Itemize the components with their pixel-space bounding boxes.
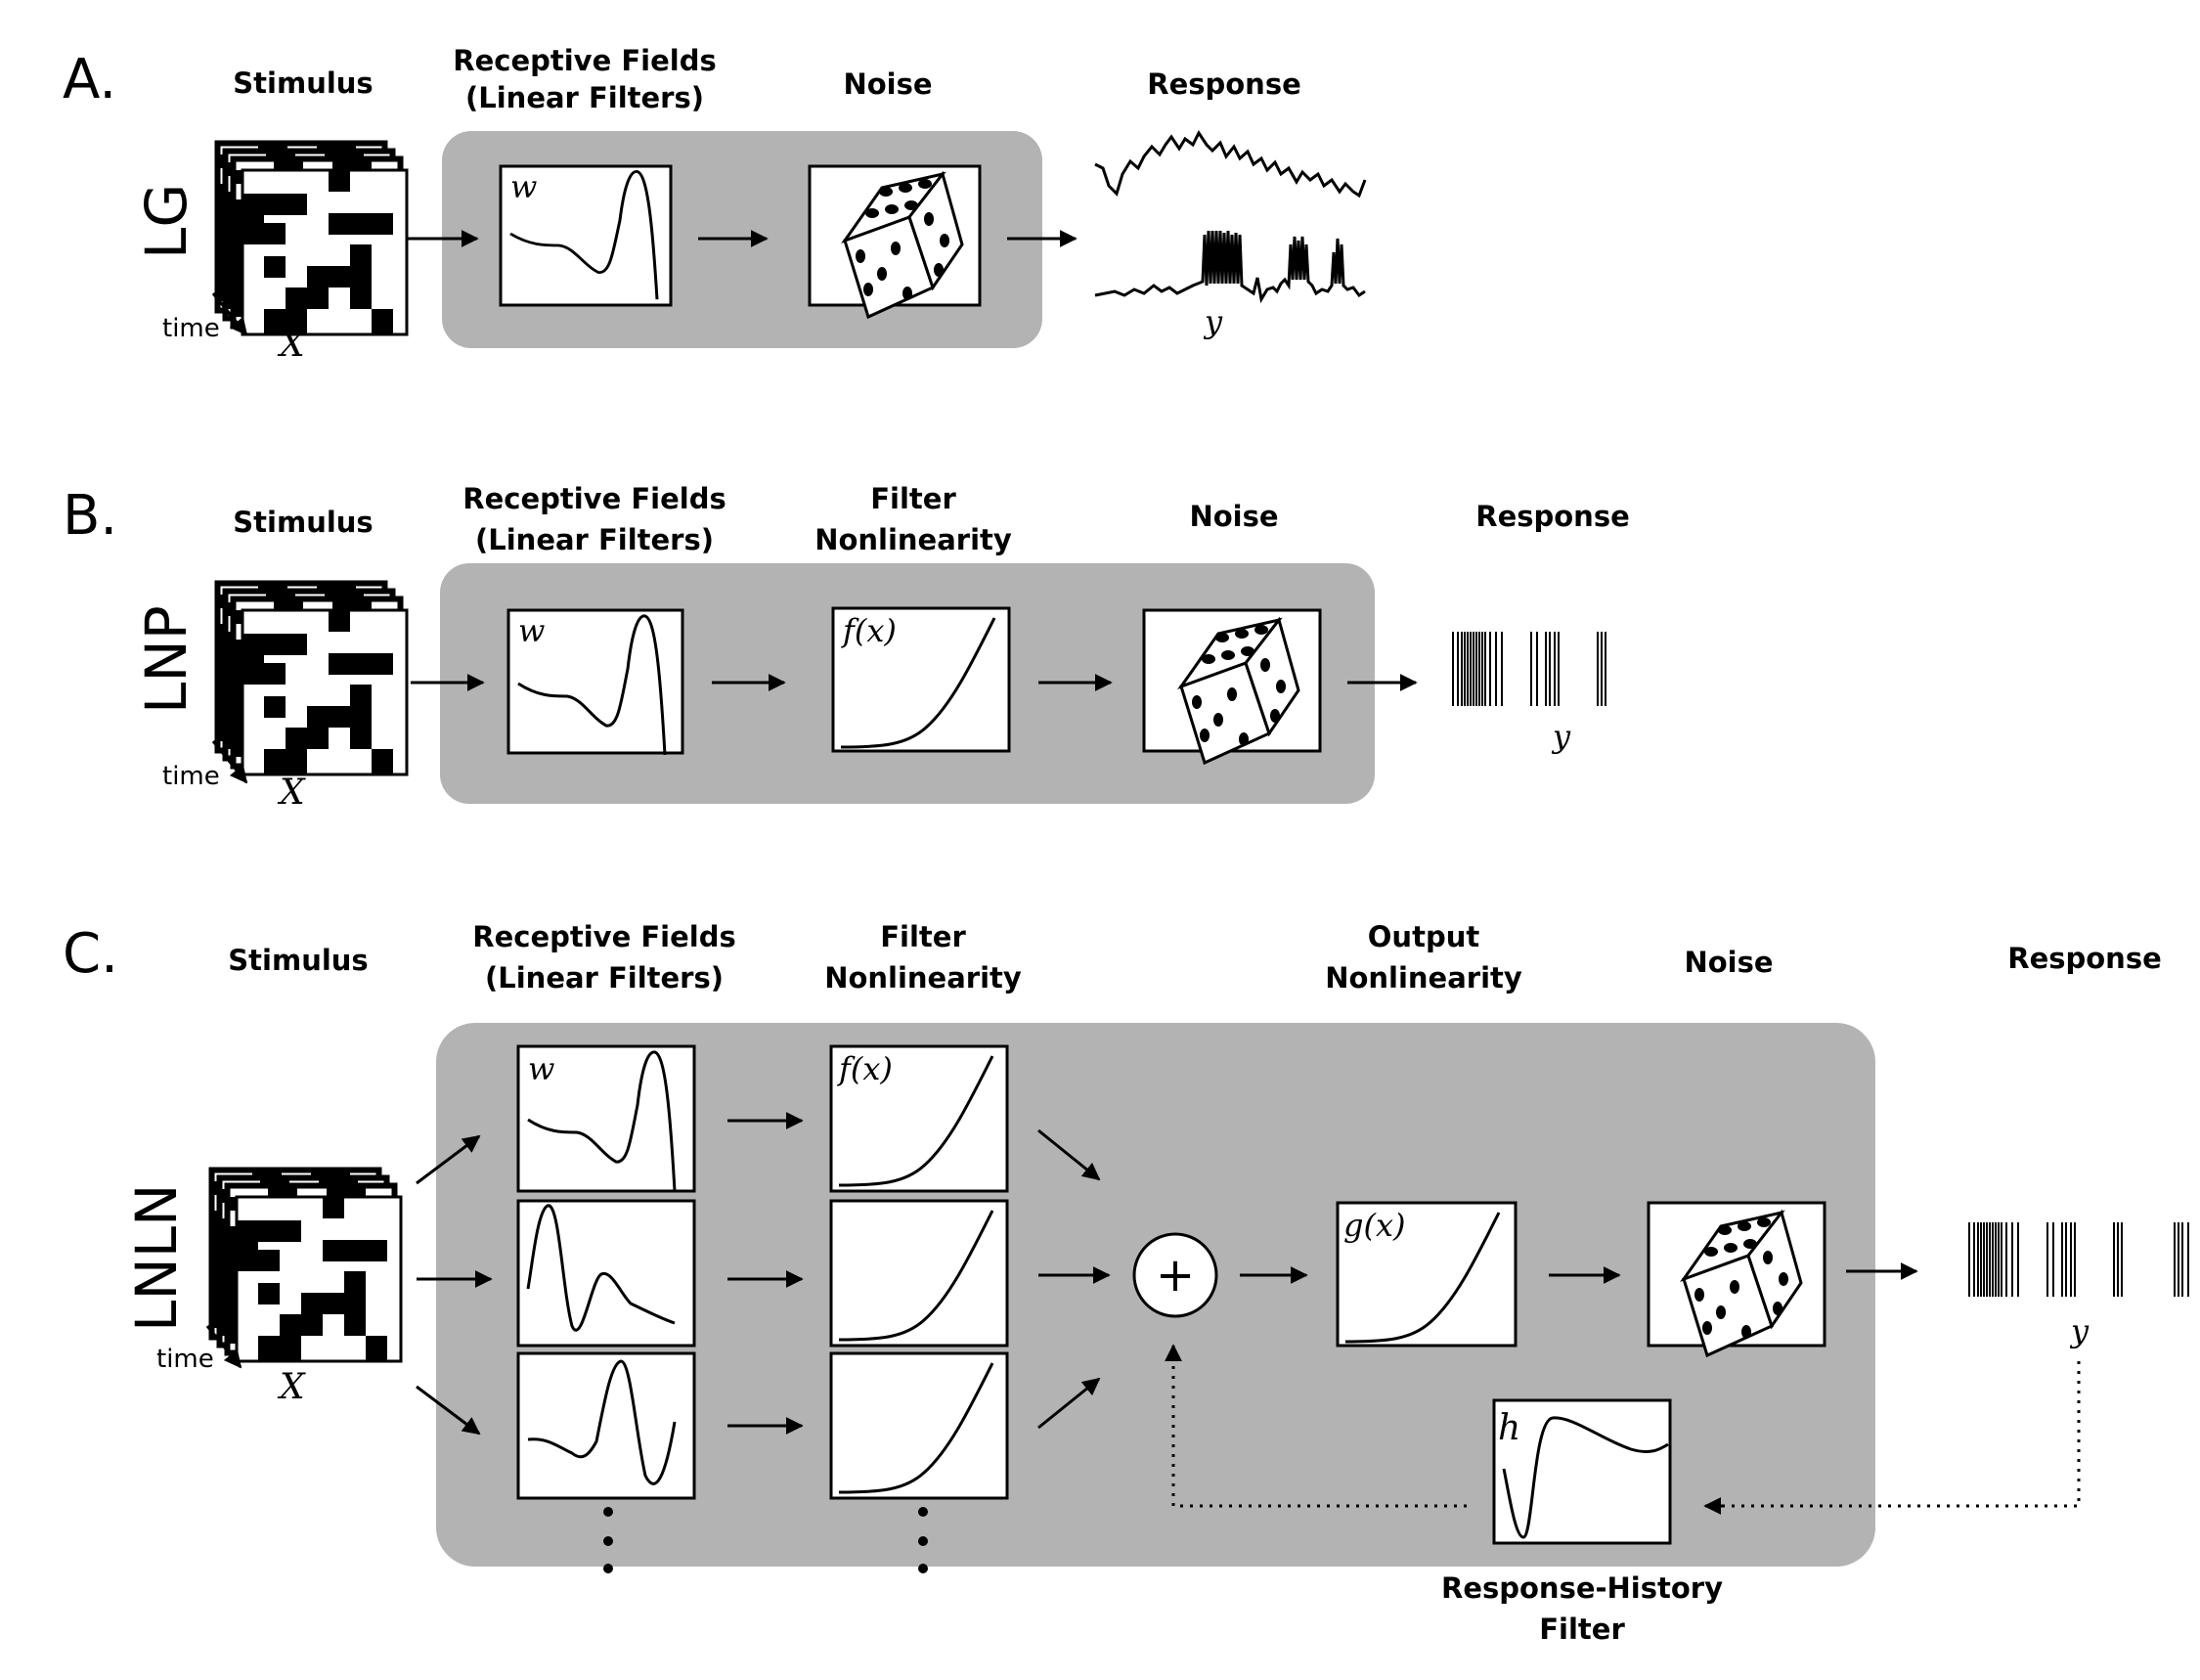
receptive-fields-subheader: (Linear Filters) — [475, 523, 714, 556]
h-label: h — [1498, 1408, 1520, 1448]
y-label: y — [1203, 303, 1223, 340]
panel-c: C. Stimulus Receptive Fields (Linear Fil… — [63, 920, 2189, 1646]
panel-a: A. Stimulus Receptive Fields (Linear Fil… — [63, 44, 1367, 365]
spike-train-extra — [2174, 1222, 2189, 1297]
panel-label: C. — [63, 922, 118, 986]
receptive-fields-header: Receptive Fields — [453, 44, 716, 77]
stimulus-stack — [205, 1169, 401, 1369]
stimulus-header: Stimulus — [233, 506, 373, 539]
receptive-fields-header: Receptive Fields — [462, 482, 726, 515]
model-label: LNP — [133, 605, 199, 714]
output-nonlinearity-header: Output — [1368, 920, 1480, 953]
panel-b: B. Stimulus Receptive Fields (Linear Fil… — [63, 482, 1630, 813]
feedback-path — [1171, 1355, 1467, 1508]
f-label: f(x) — [841, 612, 897, 649]
noise-header: Noise — [1684, 946, 1773, 979]
continuous-response-trace — [1094, 130, 1367, 199]
y-label: y — [2069, 1312, 2090, 1349]
output-nonlinearity-box — [1336, 1201, 1518, 1348]
filter-nonlinearity-header: Filter — [880, 920, 966, 953]
w-label: w — [510, 168, 537, 205]
arrow — [1037, 1128, 1101, 1181]
receptive-field-box — [506, 608, 684, 757]
panel-label: A. — [63, 48, 116, 111]
response-header: Response — [2007, 942, 2162, 975]
filter-nonlinearity-box — [829, 1044, 1009, 1193]
model-label: LG — [133, 184, 199, 259]
x-label: X — [277, 325, 306, 365]
spike-train — [1968, 1221, 2123, 1298]
panel-label: B. — [63, 484, 117, 548]
x-label: X — [277, 1367, 306, 1407]
receptive-field-box — [499, 164, 673, 307]
arrow — [416, 1134, 481, 1185]
ellipsis-dots — [918, 1507, 928, 1573]
arrow — [1037, 1377, 1101, 1430]
response-header: Response — [1475, 500, 1630, 533]
receptive-fields-subheader: (Linear Filters) — [465, 81, 704, 114]
noise-box — [1647, 1201, 1826, 1357]
filter-nonlinearity-box — [829, 1199, 1009, 1348]
g-label: g(x) — [1343, 1207, 1406, 1244]
time-label: time — [162, 314, 220, 343]
output-nonlinearity-subheader: Nonlinearity — [1325, 961, 1522, 995]
receptive-field-box — [516, 1351, 696, 1500]
receptive-fields-header: Receptive Fields — [472, 920, 735, 953]
filter-nonlinearity-subheader: Nonlinearity — [814, 523, 1012, 556]
filter-nonlinearity-box — [829, 1351, 1009, 1500]
response-history-filter-box — [1492, 1398, 1672, 1545]
ellipsis-dots — [603, 1507, 613, 1573]
stimulus-stack — [211, 142, 407, 336]
history-filter-sublabel: Filter — [1539, 1613, 1625, 1646]
spike-train — [1452, 631, 1606, 707]
history-filter-label: Response-History — [1441, 1571, 1723, 1605]
spiking-response-trace — [1094, 230, 1366, 304]
time-label: time — [162, 762, 220, 791]
filter-nonlinearity-subheader: Nonlinearity — [824, 961, 1022, 995]
response-header: Response — [1147, 67, 1301, 101]
w-label: w — [528, 1050, 554, 1087]
stimulus-stack — [211, 582, 407, 784]
noise-box — [1142, 608, 1322, 765]
receptive-field-box — [516, 1199, 696, 1348]
filter-nonlinearity-header: Filter — [870, 482, 956, 515]
w-label: w — [518, 612, 545, 649]
filter-nonlinearity-box — [831, 606, 1011, 753]
arrow — [416, 1385, 481, 1436]
x-label: X — [277, 773, 306, 813]
noise-box — [808, 164, 982, 319]
noise-header: Noise — [843, 67, 932, 101]
f-label: f(x) — [837, 1050, 893, 1087]
time-label: time — [156, 1345, 214, 1374]
noise-header: Noise — [1189, 500, 1278, 533]
receptive-fields-subheader: (Linear Filters) — [485, 961, 724, 995]
model-label: LNLN — [123, 1184, 190, 1332]
sum-symbol: + — [1156, 1248, 1195, 1303]
feedback-path — [1721, 1361, 2081, 1508]
stimulus-header: Stimulus — [228, 944, 368, 977]
summation-node — [1132, 1232, 1218, 1318]
stimulus-header: Stimulus — [233, 66, 373, 100]
y-label: y — [1551, 718, 1571, 755]
receptive-field-box — [516, 1044, 696, 1193]
